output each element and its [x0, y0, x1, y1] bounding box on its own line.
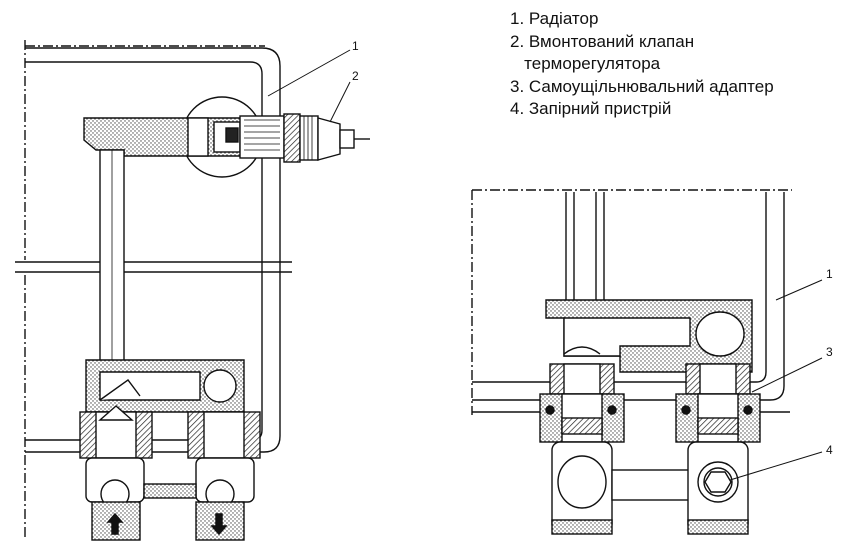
return-valve-right — [187, 411, 261, 541]
component-legend: 1. Радіатор 2. Вмонтований клапан термор… — [510, 8, 774, 121]
legend-item-shutoff: 4. Запірний пристрій — [510, 99, 672, 118]
right-radiator-diagram — [471, 189, 823, 535]
valve-head — [283, 113, 370, 163]
callout-4-right: 4 — [826, 443, 833, 457]
thermostatic-valve-housing — [83, 96, 285, 369]
callout-2-left: 2 — [352, 69, 359, 83]
legend-item-adapter: 3. Самоущільнювальний адаптер — [510, 76, 774, 96]
left-radiator-diagram — [15, 40, 370, 541]
self-sealing-adapter-right — [675, 363, 761, 443]
self-sealing-adapter-left — [539, 346, 625, 443]
radiator-body — [15, 40, 292, 540]
callout-1-right: 1 — [826, 267, 833, 281]
callout-3-right: 3 — [826, 345, 833, 359]
shutoff-device — [697, 461, 739, 503]
lower-valve-bodies — [551, 441, 749, 535]
radiator-body-right — [471, 189, 792, 415]
return-valve-left — [79, 405, 153, 541]
legend-item-valve-insert: 2. Вмонтований клапан — [510, 31, 695, 51]
connecting-bridge — [143, 483, 197, 499]
legend-item-radiator: 1. Радіатор — [510, 9, 599, 28]
legend-item-valve-insert-cont: терморегулятора — [510, 54, 661, 73]
callout-1-left: 1 — [352, 39, 359, 53]
bottom-manifold — [85, 359, 245, 413]
top-header-right — [545, 299, 753, 373]
